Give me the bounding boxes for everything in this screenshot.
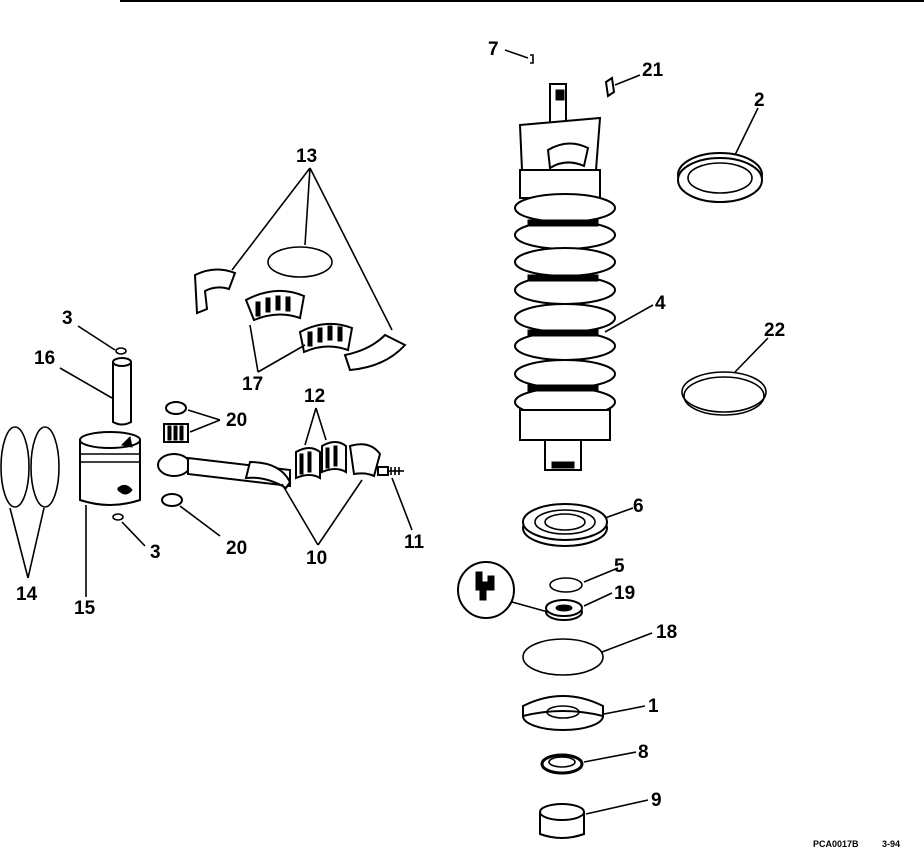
- callout-4: 4: [655, 293, 666, 314]
- part-20-bearings: [161, 401, 189, 507]
- part-9-sleeve: [539, 803, 585, 839]
- part-13-bearing-set: [193, 246, 407, 372]
- part-11-rod-bolt: [377, 466, 404, 476]
- grease-can-icon: [457, 561, 549, 619]
- part-3-lock-ring: [112, 513, 124, 521]
- part-19-bearing: [545, 599, 583, 621]
- callout-1: 1: [648, 696, 659, 717]
- callout-7: 7: [488, 39, 499, 60]
- part-17-needle-cages: [244, 289, 354, 354]
- callout-14: 14: [16, 584, 38, 605]
- part-7-key: [530, 54, 534, 64]
- callout-15: 15: [74, 598, 96, 619]
- callout-12: 12: [304, 386, 325, 407]
- leader-lines: [9, 49, 769, 815]
- footer-code: PCA0017B: [813, 839, 859, 849]
- callout-22: 22: [764, 320, 785, 341]
- callout-11: 11: [404, 532, 425, 553]
- callout-13: 13: [296, 146, 317, 167]
- callout-3-bottom: 3: [150, 542, 161, 563]
- part-14-piston-rings: [0, 426, 60, 508]
- callout-20-top: 20: [226, 410, 247, 431]
- part-22-oring: [681, 371, 767, 416]
- part-12-rod-bearings: [295, 441, 347, 480]
- part-21-key: [604, 76, 616, 98]
- callout-6: 6: [633, 496, 644, 517]
- callout-17: 17: [242, 374, 263, 395]
- callout-9: 9: [651, 790, 662, 811]
- callout-16: 16: [34, 348, 55, 369]
- callout-20-bottom: 20: [226, 538, 247, 559]
- part-5-retaining-ring: [549, 577, 583, 593]
- part-1-retainer: [522, 695, 604, 731]
- callout-2: 2: [754, 90, 765, 111]
- part-2-seal: [677, 152, 763, 203]
- callout-18: 18: [656, 622, 677, 643]
- crankshaft: [514, 83, 616, 471]
- callout-3-top: 3: [62, 308, 73, 329]
- callout-8: 8: [638, 742, 649, 763]
- part-6-bearing: [522, 503, 608, 547]
- callout-21: 21: [642, 60, 664, 81]
- callout-10: 10: [306, 548, 327, 569]
- part-15-piston: [79, 431, 141, 506]
- part-16-piston-pin: [112, 347, 132, 426]
- footer-date: 3-94: [882, 839, 900, 849]
- connecting-rod: [157, 453, 292, 490]
- callout-19: 19: [614, 583, 635, 604]
- callout-5: 5: [614, 556, 625, 577]
- part-18-oring: [522, 638, 604, 676]
- rod-cap: [348, 443, 382, 478]
- part-8-seal: [540, 753, 584, 775]
